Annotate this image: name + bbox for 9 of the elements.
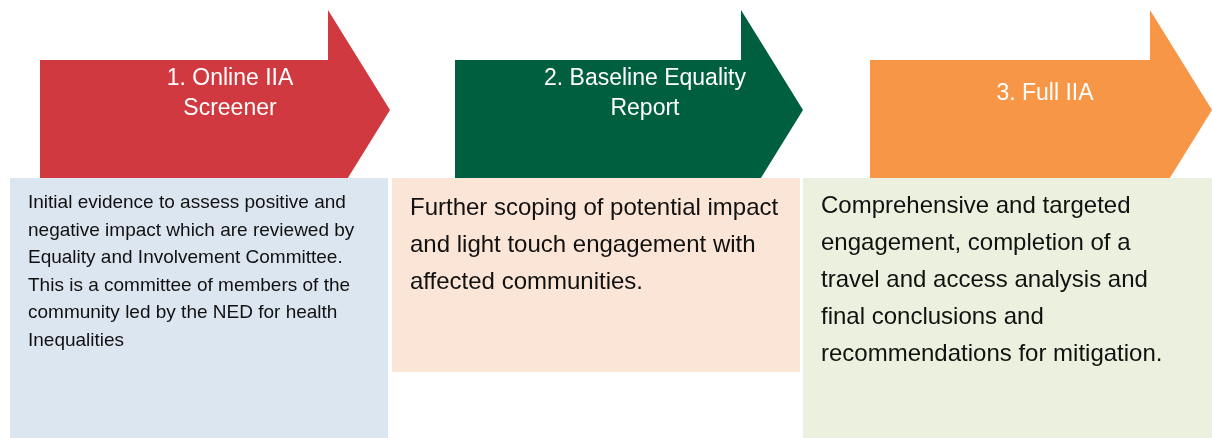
step-title: 1. Online IIA Screener [165, 63, 295, 122]
description-text: Comprehensive and targeted engagement, completion of a travel and access analysis and final conclusions and recommendations for mitigation. [821, 190, 1164, 368]
step-title: 2. Baseline Equality Report [543, 63, 747, 122]
step-title: 3. Full IIA [995, 78, 1095, 107]
description-panel [10, 178, 388, 438]
description-text: Further scoping of potential impact and light touch engagement with affected communities. [410, 192, 780, 296]
description-panel [803, 178, 1212, 438]
description-text: Initial evidence to assess positive and negative impact which are reviewed by Equality and Involvement Committee. This is a committee of members of the community led by the NED for health Inequalities [28, 190, 356, 352]
description-panel [392, 178, 800, 372]
